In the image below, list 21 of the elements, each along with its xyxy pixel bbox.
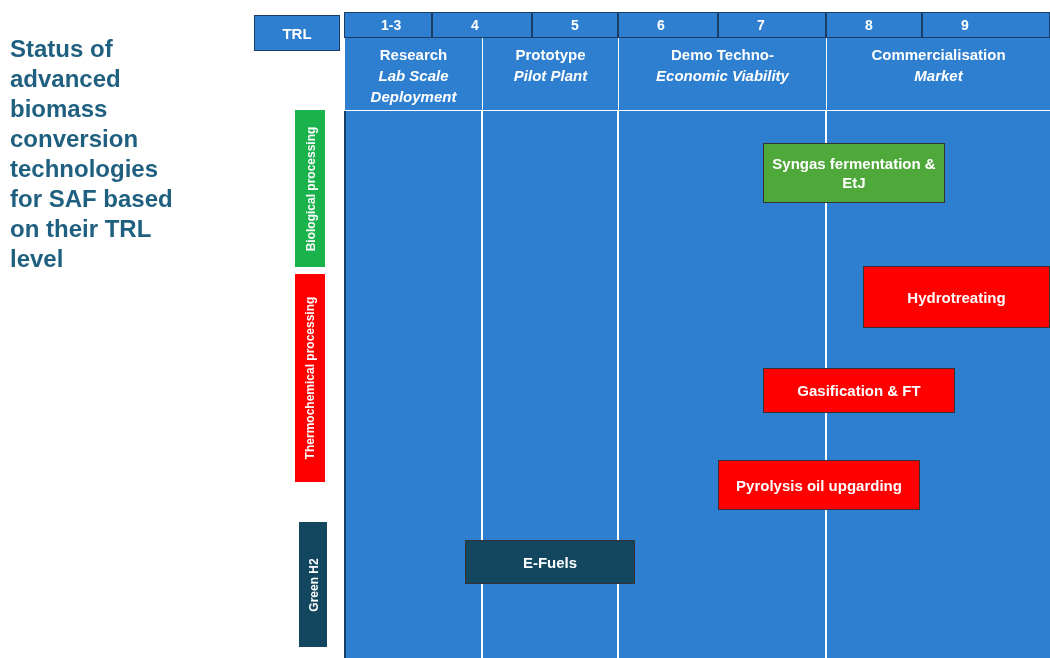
technology-box: Pyrolysis oil upgarding <box>718 460 920 510</box>
trl-cell: 7 <box>718 12 826 38</box>
technology-box: Hydrotreating <box>863 266 1050 328</box>
phase-cell: Commercialisation Market <box>826 38 1050 110</box>
phase-cell: Research Lab Scale Deployment <box>344 38 482 110</box>
trl-cell: 9 <box>922 12 1050 38</box>
technology-box: E-Fuels <box>465 540 635 584</box>
technology-box: Syngas fermentation & EtJ <box>763 143 945 203</box>
trl-cell: 5 <box>532 12 618 38</box>
category-band: Thermochemical processing <box>295 274 325 482</box>
phase-cell: Demo Techno- Economic Viability <box>618 38 826 110</box>
title: Status of advanced biomass conversion technologies for SAF based on their TRL level <box>10 34 174 274</box>
trl-cell: 8 <box>826 12 922 38</box>
category-band: Biological processing <box>295 110 325 267</box>
category-band: Green H2 <box>299 522 327 647</box>
trl-cell: 1-3 <box>344 12 432 38</box>
trl-cell: 4 <box>432 12 532 38</box>
header-cell: TRL <box>254 15 340 51</box>
technology-box: Gasification & FT <box>763 368 955 413</box>
trl-cell: 6 <box>618 12 718 38</box>
phase-cell: Prototype Pilot Plant <box>482 38 618 110</box>
